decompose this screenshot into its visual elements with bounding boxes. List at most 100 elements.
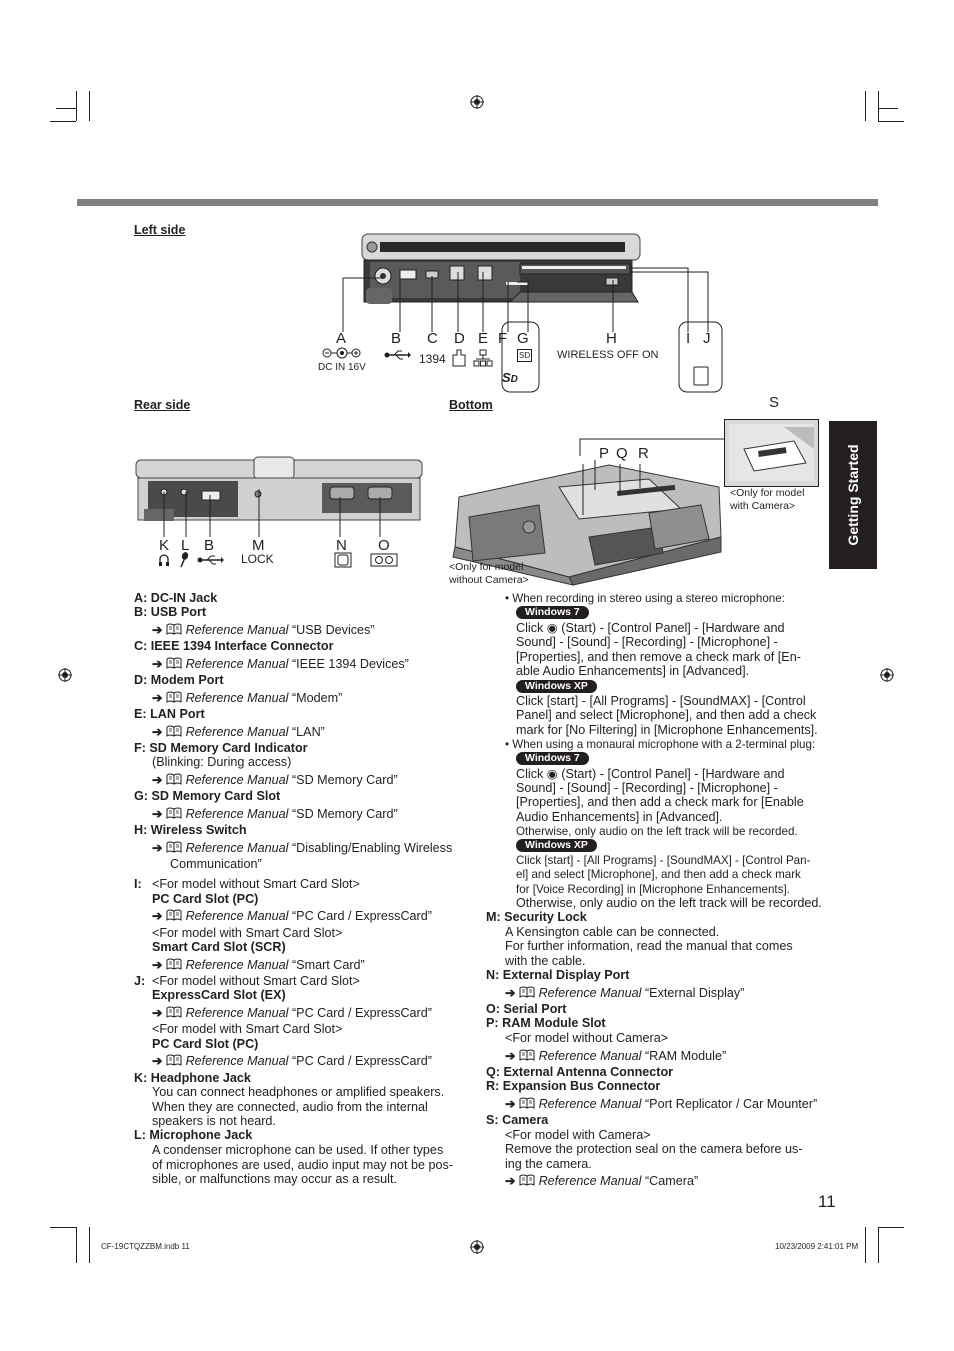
manual-book-icon bbox=[166, 691, 182, 703]
item-text: <For model without Smart Card Slot> bbox=[152, 974, 360, 988]
reference-manual-title: Reference Manual bbox=[185, 623, 289, 637]
crop-mark bbox=[76, 1227, 77, 1263]
callout-label-k: K bbox=[159, 537, 170, 554]
item-text: <For model with Smart Card Slot> bbox=[152, 1022, 343, 1036]
item-text: Panel] and select [Microphone], and then… bbox=[516, 708, 817, 722]
reference-manual-title: Reference Manual bbox=[538, 1174, 642, 1188]
item-text: Remove the protection seal on the camera… bbox=[505, 1142, 803, 1156]
item-text: When they are connected, audio from the … bbox=[152, 1100, 428, 1114]
item-heading: Q: External Antenna Connector bbox=[486, 1065, 674, 1079]
footer-timestamp: 10/23/2009 2:41:01 PM bbox=[775, 1242, 859, 1251]
arrow-icon: ➔ bbox=[505, 1174, 516, 1188]
arrow-icon: ➔ bbox=[152, 807, 163, 821]
usb-icon bbox=[197, 555, 224, 565]
modem-icon bbox=[452, 349, 466, 367]
display-port-icon bbox=[334, 552, 352, 568]
item-text: Click [start] - [All Programs] - [SoundM… bbox=[516, 694, 806, 708]
header-rule bbox=[77, 199, 878, 206]
item-heading: N: External Display Port bbox=[486, 968, 630, 982]
item-heading: E: LAN Port bbox=[134, 707, 205, 721]
item-heading: J: bbox=[134, 974, 146, 988]
reference-topic: “PC Card / ExpressCard” bbox=[291, 1054, 432, 1068]
reference-manual-title: Reference Manual bbox=[538, 1049, 642, 1063]
reference-topic: “USB Devices” bbox=[291, 623, 375, 637]
item-text: For further information, read the manual… bbox=[505, 939, 793, 953]
manual-book-icon bbox=[519, 1174, 535, 1186]
callout-label-s: S bbox=[769, 394, 780, 411]
item-text: mark for [No Filtering] in [Microphone E… bbox=[516, 723, 818, 737]
with-camera-note-text: <Only for model with Camera> bbox=[730, 487, 805, 512]
arrow-icon: ➔ bbox=[152, 841, 163, 855]
microphone-icon bbox=[180, 552, 189, 568]
reference-link: ➔ Reference Manual “Port Replicator / Ca… bbox=[505, 1097, 817, 1112]
item-text: • When recording in stereo using a stere… bbox=[505, 592, 785, 605]
item-text: for [Voice Recording] in [Microphone Enh… bbox=[516, 883, 790, 896]
reference-topic: “External Display” bbox=[644, 986, 745, 1000]
callout-label-j: J bbox=[703, 330, 711, 347]
registration-mark-icon bbox=[880, 668, 894, 682]
item-text: Click ◉ (Start) - [Control Panel] - [Har… bbox=[516, 767, 785, 781]
with-camera-note: <Only for model with Camera> bbox=[730, 487, 820, 513]
callout-label-r: R bbox=[638, 445, 649, 462]
lock-label: LOCK bbox=[241, 552, 274, 566]
reference-manual-title: Reference Manual bbox=[185, 1006, 289, 1020]
item-text: Sound] - [Sound] - [Recording] - [Microp… bbox=[516, 781, 778, 795]
manual-book-icon bbox=[166, 1054, 182, 1066]
dc-in-label: DC IN 16V bbox=[318, 362, 366, 373]
reference-topic: “IEEE 1394 Devices” bbox=[291, 657, 409, 671]
callout-label-f: F bbox=[498, 330, 508, 347]
manual-book-icon bbox=[166, 657, 182, 669]
item-heading: O: Serial Port bbox=[486, 1002, 567, 1016]
reference-manual-title: Reference Manual bbox=[185, 807, 289, 821]
arrow-icon: ➔ bbox=[152, 958, 163, 972]
item-text: Click ◉ (Start) - [Control Panel] - [Har… bbox=[516, 621, 785, 635]
item-text: able Audio Enhancements] in [Advanced]. bbox=[516, 664, 750, 678]
item-text: <For model without Smart Card Slot> bbox=[152, 877, 360, 891]
manual-book-icon bbox=[166, 909, 182, 921]
camera-inset-illustration bbox=[724, 419, 819, 487]
arrow-icon: ➔ bbox=[152, 1006, 163, 1020]
section-title-rear-side: Rear side bbox=[134, 398, 191, 412]
footer-file-name: CF-19CTQZZBM.indb 11 bbox=[101, 1242, 190, 1251]
left-side-illustration bbox=[361, 233, 641, 304]
chapter-tab-label: Getting Started bbox=[845, 444, 861, 546]
manual-book-icon bbox=[166, 958, 182, 970]
reference-link: ➔ Reference Manual “SD Memory Card” bbox=[152, 807, 398, 822]
item-text: Otherwise, only audio on the left track … bbox=[516, 896, 822, 910]
section-title-bottom: Bottom bbox=[449, 398, 493, 412]
reference-link: ➔ Reference Manual “LAN” bbox=[152, 725, 325, 740]
manual-book-icon bbox=[166, 623, 182, 635]
crop-mark bbox=[56, 108, 76, 109]
reference-topic: “Camera” bbox=[644, 1174, 699, 1188]
item-text: [Properties], and then add a check mark … bbox=[516, 795, 804, 809]
reference-link: ➔ Reference Manual “Camera” bbox=[505, 1174, 698, 1189]
item-heading: L: Microphone Jack bbox=[134, 1128, 253, 1142]
reference-manual-title: Reference Manual bbox=[185, 958, 289, 972]
arrow-icon: ➔ bbox=[152, 773, 163, 787]
item-text: You can connect headphones or amplified … bbox=[152, 1085, 445, 1099]
reference-manual-title: Reference Manual bbox=[538, 986, 642, 1000]
arrow-icon: ➔ bbox=[152, 725, 163, 739]
reference-topic: “Smart Card” bbox=[291, 958, 365, 972]
left-side-callouts bbox=[342, 267, 723, 393]
reference-link: ➔ Reference Manual “RAM Module” bbox=[505, 1049, 726, 1064]
reference-link: ➔ Reference Manual “PC Card / ExpressCar… bbox=[152, 1054, 432, 1069]
crop-mark bbox=[50, 121, 76, 122]
callout-label-a: A bbox=[336, 330, 347, 347]
wireless-switch-label: WIRELESS OFF ON bbox=[557, 349, 659, 361]
item-text: <For model with Smart Card Slot> bbox=[152, 926, 343, 940]
item-text: Audio Enhancements] in [Advanced]. bbox=[516, 810, 723, 824]
item-heading: H: Wireless Switch bbox=[134, 823, 247, 837]
arrow-icon: ➔ bbox=[505, 986, 516, 1000]
item-heading: A: DC-IN Jack bbox=[134, 591, 218, 605]
callout-label-b-rear: B bbox=[204, 537, 215, 554]
callout-label-q: Q bbox=[616, 445, 628, 462]
item-text: A condenser microphone can be used. If o… bbox=[152, 1143, 444, 1157]
reference-link: ➔ Reference Manual “IEEE 1394 Devices” bbox=[152, 657, 409, 672]
chapter-tab: Getting Started bbox=[829, 421, 877, 569]
manual-book-icon bbox=[166, 773, 182, 785]
crop-mark bbox=[878, 108, 898, 109]
callout-label-c: C bbox=[427, 330, 438, 347]
item-text: <For model with Camera> bbox=[505, 1128, 651, 1142]
item-heading: ExpressCard Slot (EX) bbox=[152, 988, 286, 1002]
